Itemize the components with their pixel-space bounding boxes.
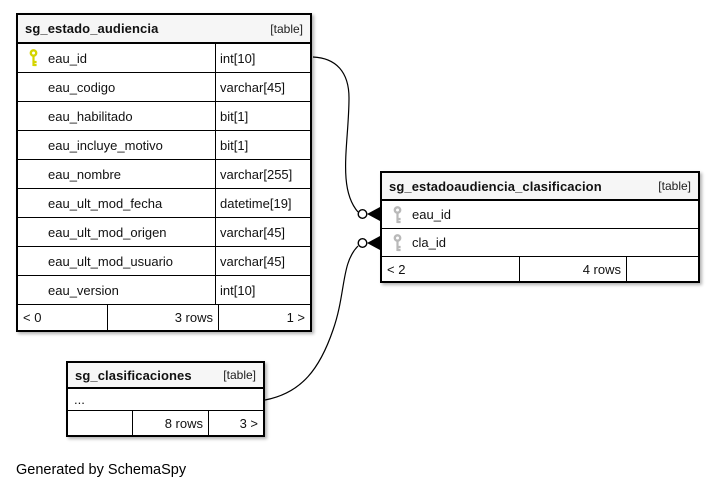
column-name: eau_habilitado	[48, 108, 133, 124]
column-name: eau_incluye_motivo	[48, 137, 163, 153]
footer-parents-count	[626, 257, 698, 281]
column-name: eau_nombre	[48, 166, 121, 182]
table-header[interactable]: sg_estado_audiencia [table]	[18, 15, 310, 44]
footer-children-count	[68, 411, 132, 435]
generated-by-note: Generated by SchemaSpy	[16, 462, 187, 478]
column-type: int[10]	[215, 44, 310, 72]
table-footer: 8 rows 3 >	[68, 411, 263, 435]
column-name: eau_ult_mod_origen	[48, 224, 167, 240]
column-row: eau_incluye_motivo bit[1]	[18, 131, 310, 160]
primary-key-icon	[18, 49, 48, 67]
footer-parents-count: 3 >	[208, 411, 263, 435]
column-type: bit[1]	[215, 102, 310, 130]
column-name: eau_codigo	[48, 79, 116, 95]
column-row: eau_ult_mod_fecha datetime[19]	[18, 189, 310, 218]
table-footer: < 0 3 rows 1 >	[18, 305, 310, 330]
column-row: eau_id int[10]	[18, 44, 310, 73]
table-type-badge: [table]	[223, 368, 256, 382]
column-type: int[10]	[215, 276, 310, 304]
column-name: eau_ult_mod_fecha	[48, 195, 163, 211]
column-row: ...	[68, 389, 263, 411]
crows-foot-icon	[367, 236, 380, 250]
column-name: eau_ult_mod_usuario	[48, 253, 174, 269]
column-row: cla_id	[382, 229, 698, 257]
footer-row-count: 3 rows	[107, 305, 218, 330]
column-type: varchar[255]	[215, 160, 310, 188]
column-type: varchar[45]	[215, 247, 310, 275]
table-header[interactable]: sg_estadoaudiencia_clasificacion [table]	[382, 173, 698, 201]
key-icon	[382, 233, 412, 252]
footer-children-count: < 0	[23, 310, 42, 325]
table-name[interactable]: sg_estado_audiencia	[25, 21, 159, 36]
crows-foot-icon	[367, 207, 380, 221]
column-row: eau_habilitado bit[1]	[18, 102, 310, 131]
column-row: eau_version int[10]	[18, 276, 310, 305]
column-type: datetime[19]	[215, 189, 310, 217]
table-type-badge: [table]	[658, 179, 691, 193]
column-type: bit[1]	[215, 131, 310, 159]
column-row: eau_codigo varchar[45]	[18, 73, 310, 102]
column-name: eau_id	[412, 207, 452, 222]
key-icon	[382, 205, 412, 224]
table-type-badge: [table]	[270, 21, 303, 36]
column-row: eau_ult_mod_origen varchar[45]	[18, 218, 310, 247]
column-name: cla_id	[412, 235, 446, 250]
column-row: eau_id	[382, 201, 698, 229]
zero-cardinality-circle-icon	[357, 208, 368, 219]
table-sg-estado-audiencia: sg_estado_audiencia [table] eau_id int[1…	[16, 13, 312, 332]
footer-parents-count: 1 >	[218, 305, 310, 330]
table-name[interactable]: sg_clasificaciones	[75, 367, 192, 383]
footer-row-count: 8 rows	[132, 411, 208, 435]
table-header[interactable]: sg_clasificaciones [table]	[68, 363, 263, 389]
footer-row-count: 4 rows	[519, 257, 626, 281]
relationship-line-eau-id	[312, 56, 359, 213]
table-footer: < 2 4 rows	[382, 257, 698, 281]
column-name: eau_id	[48, 50, 88, 66]
zero-cardinality-circle-icon	[357, 237, 368, 248]
table-name[interactable]: sg_estadoaudiencia_clasificacion	[389, 178, 602, 194]
table-sg-clasificaciones: sg_clasificaciones [table] ... 8 rows 3 …	[66, 361, 265, 437]
column-name: eau_version	[48, 282, 119, 298]
column-row: eau_nombre varchar[255]	[18, 160, 310, 189]
table-sg-estadoaudiencia-clasificacion: sg_estadoaudiencia_clasificacion [table]…	[380, 171, 700, 283]
column-row: eau_ult_mod_usuario varchar[45]	[18, 247, 310, 276]
column-type: varchar[45]	[215, 73, 310, 101]
column-type: varchar[45]	[215, 218, 310, 246]
footer-children-count: < 2	[387, 261, 406, 277]
columns-ellipsis: ...	[74, 392, 85, 407]
